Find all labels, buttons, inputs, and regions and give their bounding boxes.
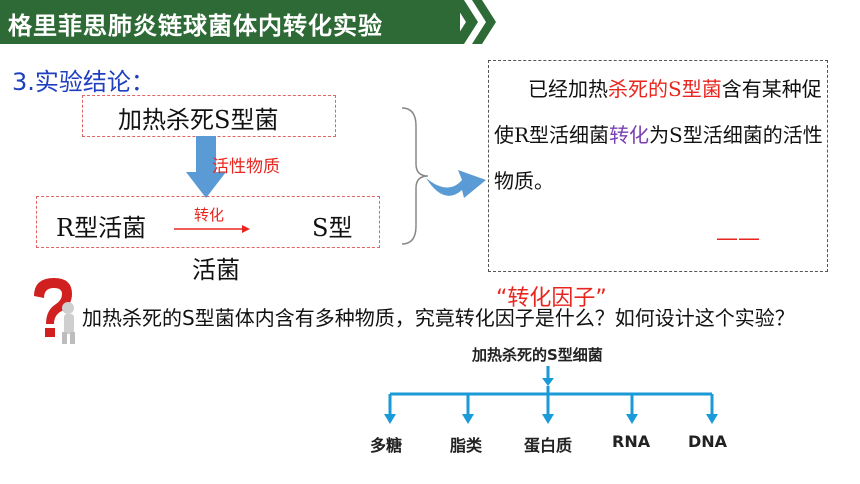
page-title: 格里菲思肺炎链球菌体内转化实验 bbox=[8, 12, 383, 40]
top-box-label: 加热杀死S型菌 bbox=[118, 106, 279, 134]
section-title: 3.实验结论： bbox=[12, 68, 155, 96]
conclusion-part3: 含有某种促使R型活细菌 bbox=[494, 77, 822, 147]
conclusion-highlight-purple: 转化 bbox=[609, 123, 650, 147]
tree-leaf-dna: DNA bbox=[688, 432, 728, 451]
active-substance-label: 活性物质 bbox=[212, 157, 280, 177]
right-arrow-icon bbox=[174, 225, 250, 233]
conclusion-part1: 已经加热 bbox=[528, 77, 608, 101]
down-arrow-icon bbox=[186, 136, 226, 198]
tree-leaf-lipid: 脂类 bbox=[450, 436, 483, 455]
conclusion-part5: 为S型活细菌的活性物质。 bbox=[494, 123, 823, 193]
conclusion-box bbox=[488, 60, 828, 272]
s-type-label: S型 bbox=[312, 214, 353, 242]
brace-arrow bbox=[401, 107, 486, 245]
bottom-box bbox=[36, 196, 380, 248]
header-bar bbox=[0, 0, 460, 44]
question-mark-icon bbox=[34, 278, 75, 344]
r-type-label: R型活菌 bbox=[56, 214, 147, 242]
tree-root-label: 加热杀死的S型细菌 bbox=[472, 346, 603, 364]
transform-label: 转化 bbox=[194, 206, 225, 224]
tree-connectors bbox=[384, 366, 718, 424]
s-type-cont-label: 活菌 bbox=[192, 256, 240, 284]
conclusion-text: 已经加热杀死的S型菌含有某种促使R型活细菌转化为S型活细菌的活性物质。 bbox=[494, 66, 824, 204]
chevron-icon bbox=[452, 0, 496, 44]
tree-leaf-rna: RNA bbox=[612, 432, 651, 451]
tree-leaf-protein: 蛋白质 bbox=[524, 436, 573, 455]
conclusion-highlight-red: 杀死的S型菌 bbox=[608, 77, 722, 101]
blank-line: —— bbox=[716, 226, 760, 251]
transforming-factor-label: “转化因子” bbox=[496, 286, 607, 311]
tree-leaf-polysaccharide: 多糖 bbox=[370, 436, 403, 455]
question-text: 加热杀死的S型菌体内含有多种物质，究竟转化因子是什么？如何设计这个实验？ bbox=[82, 306, 795, 330]
